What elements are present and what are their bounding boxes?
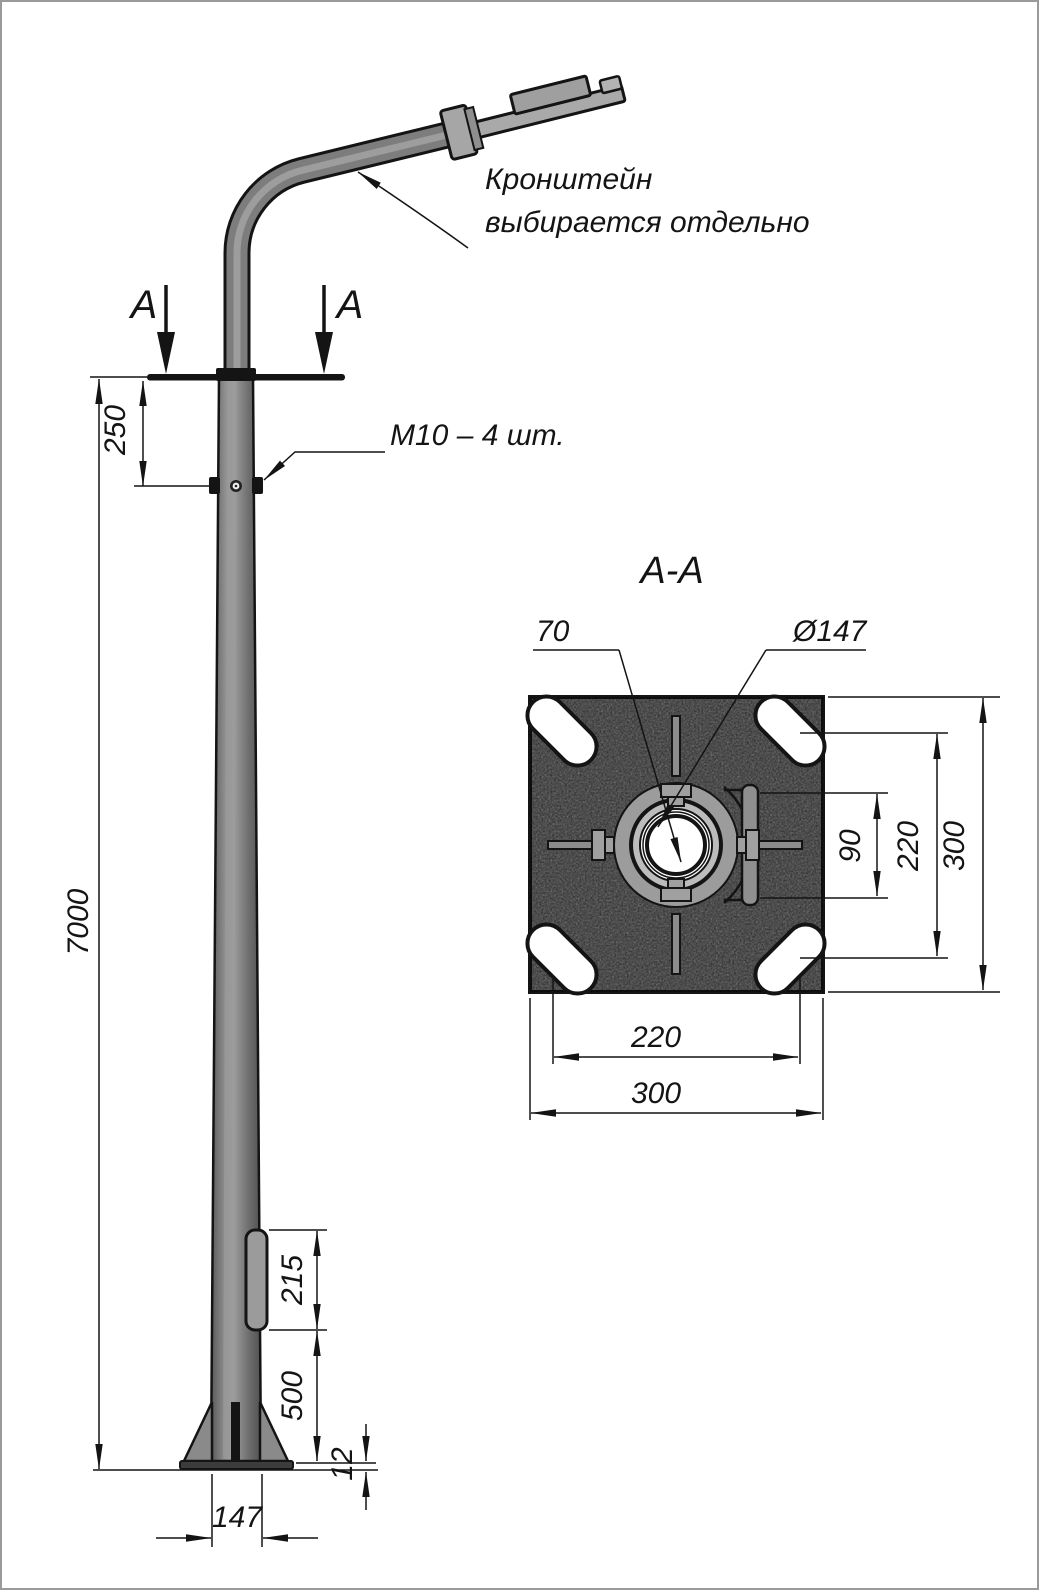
- dim-500-text: 500: [276, 1371, 309, 1421]
- section-view: А-А: [525, 550, 1000, 1120]
- pole-side-view: Кронштейн выбирается отдельно М10: [62, 74, 810, 1547]
- flange-ribs: [547, 715, 803, 975]
- bracket-note-line1: Кронштейн: [485, 163, 652, 196]
- bracket-note-line2: выбирается отдельно: [485, 206, 810, 239]
- slot-top-right: [753, 694, 827, 768]
- m10-leader: [263, 451, 385, 481]
- m10-note-text: М10 – 4 шт.: [390, 419, 565, 452]
- plate-slots: [525, 694, 827, 996]
- dim-right-side: 90 220 300: [760, 696, 1000, 993]
- flange-collar: [216, 368, 256, 381]
- leader-70: 70: [533, 615, 682, 863]
- slot-bottom-left: [525, 922, 599, 996]
- bracket-note-leader: [357, 171, 469, 249]
- bracket-note: Кронштейн выбирается отдельно: [357, 163, 810, 249]
- dim-bottom: 220 300: [529, 976, 824, 1120]
- bolt-north: [660, 783, 692, 798]
- dim-d147-text: Ø147: [792, 615, 868, 648]
- pole-hatch: [244, 1228, 269, 1332]
- bolt-south: [660, 887, 692, 902]
- dim-12-text: 12: [326, 1447, 359, 1481]
- pole-base: [179, 1401, 294, 1470]
- pole-highlight: [223, 380, 237, 1459]
- dim-250: 250: [99, 380, 215, 487]
- dim-215-500: 215 500: [269, 1229, 376, 1464]
- bolt-east: [745, 829, 760, 861]
- dim-215-text: 215: [276, 1255, 309, 1306]
- dim-220h-text: 220: [630, 1021, 681, 1054]
- cut-arrow-right: [315, 332, 333, 374]
- m10-note: М10 – 4 шт.: [263, 419, 565, 481]
- dim-300h-text: 300: [631, 1077, 681, 1110]
- slot-bottom-right: [753, 922, 827, 996]
- rib-south: [671, 913, 681, 975]
- dim-90-text: 90: [834, 829, 867, 863]
- gusset-center: [231, 1402, 240, 1461]
- dim-220v-text: 220: [892, 821, 925, 872]
- dim-7000: 7000: [62, 376, 378, 1471]
- section-title: А-А: [638, 550, 703, 592]
- rib-north: [671, 715, 681, 777]
- dim-300v-text: 300: [938, 821, 971, 871]
- base-plate-edge: [179, 1460, 294, 1470]
- bolt-west: [591, 829, 606, 861]
- dim-147-text: 147: [212, 1501, 263, 1534]
- section-cut-marks: А А: [129, 283, 364, 374]
- dim-70-text: 70: [536, 615, 570, 648]
- cut-label-right: А: [335, 283, 364, 327]
- dim-147: 147: [156, 1474, 318, 1547]
- luminaire: [439, 74, 627, 161]
- cut-label-left: А: [129, 283, 158, 327]
- cut-arrow-left: [157, 332, 175, 374]
- slot-top-left: [525, 694, 599, 768]
- m10-bolt: [209, 477, 263, 494]
- dim-250-text: 250: [99, 405, 132, 456]
- dim-7000-text: 7000: [62, 888, 95, 955]
- bracket-arm: [223, 119, 459, 381]
- gusset-left: [182, 1401, 214, 1463]
- leader-d147: Ø147: [657, 615, 868, 828]
- dim-12: 12: [326, 1424, 370, 1510]
